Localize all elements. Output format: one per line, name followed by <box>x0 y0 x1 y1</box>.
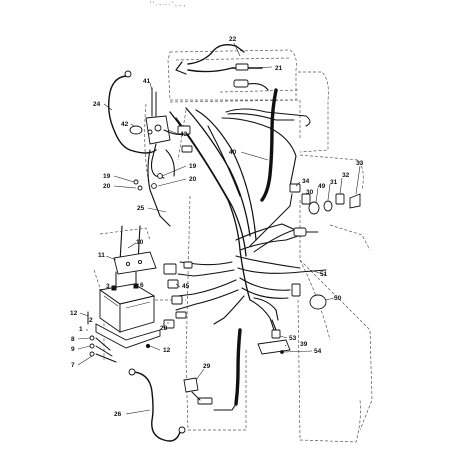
callout-50: 50 <box>334 295 342 302</box>
solenoid-assembly <box>129 87 193 227</box>
callout-51: 51 <box>320 271 328 278</box>
battery-front <box>119 295 155 333</box>
callout-19-right: 19 <box>189 163 197 170</box>
callout-41: 41 <box>143 78 151 85</box>
callout-43: 43 <box>180 131 188 138</box>
battery-tray <box>95 323 161 349</box>
cable-terminal <box>178 426 186 434</box>
callout-11: 11 <box>98 252 105 259</box>
callout-21: 21 <box>275 65 283 72</box>
connector-34 <box>289 183 301 193</box>
callout-20-right: 20 <box>189 176 197 183</box>
harness-connectors-left <box>163 261 193 329</box>
chassis-outline <box>144 49 373 443</box>
callout-34: 34 <box>302 178 310 185</box>
grommet-49 <box>308 201 320 215</box>
callout-7: 7 <box>71 362 75 369</box>
fuse-holder <box>163 263 177 275</box>
part-callouts: 22 21 41 24 42 43 40 19 19 20 20 33 34 3… <box>70 36 364 418</box>
right-lower-parts <box>257 283 327 355</box>
switch-32 <box>335 193 345 205</box>
callout-20-left: 20 <box>103 183 111 190</box>
callout-24: 24 <box>93 101 101 108</box>
callout-42: 42 <box>121 121 129 128</box>
callout-2: 2 <box>89 317 93 324</box>
callout-28-small: 28 <box>160 325 168 332</box>
harness-plug <box>293 227 307 237</box>
main-wire-harness <box>169 107 327 337</box>
callout-9: 9 <box>71 346 75 353</box>
switch-30 <box>301 193 311 205</box>
cable-terminal <box>128 368 136 376</box>
coiled-cable-40 <box>260 88 278 202</box>
cable-24 <box>107 70 157 154</box>
coiled-cable-lower <box>213 328 242 411</box>
holddown-bracket <box>113 251 157 275</box>
callout-33: 33 <box>356 160 364 167</box>
callout-19-left: 19 <box>103 173 111 180</box>
cable-terminal <box>124 70 132 78</box>
part-29 <box>183 377 213 405</box>
callout-32: 32 <box>342 172 350 179</box>
cable-28 <box>128 368 186 442</box>
connector-21 <box>235 63 249 71</box>
callout-10: 10 <box>136 239 144 246</box>
callout-22: 22 <box>229 36 237 43</box>
header-fragment: ' ' · - ·· · ' , .. , <box>150 2 185 8</box>
right-switches <box>289 183 361 237</box>
callout-30: 30 <box>306 189 314 196</box>
part-42 <box>129 125 143 135</box>
callout-29: 29 <box>203 363 211 370</box>
connector-28 <box>163 319 175 329</box>
callout-3: 3 <box>106 283 110 290</box>
callout-8: 8 <box>71 336 75 343</box>
part-50 <box>309 294 327 310</box>
callout-53: 53 <box>289 335 297 342</box>
callout-26: 26 <box>114 411 122 418</box>
key-33 <box>349 193 361 209</box>
leader-lines <box>77 42 361 415</box>
callout-40: 40 <box>229 149 237 156</box>
nut-31 <box>323 200 333 212</box>
callout-1: 1 <box>79 326 83 333</box>
callout-12-left: 12 <box>70 310 78 317</box>
callout-49: 49 <box>318 183 326 190</box>
connector-53 <box>271 329 281 339</box>
callout-6: 6 <box>140 282 144 289</box>
callout-39: 39 <box>300 341 308 348</box>
callout-45: 45 <box>182 283 190 290</box>
battery-assembly <box>87 225 161 363</box>
callout-31: 31 <box>330 179 338 186</box>
callout-54: 54 <box>314 348 322 355</box>
callout-12-right: 12 <box>163 347 171 354</box>
switch-connector <box>233 79 249 88</box>
connector-26 <box>175 311 187 319</box>
top-wire-assembly <box>175 43 269 91</box>
switch-51 <box>291 283 301 297</box>
callout-25: 25 <box>137 205 145 212</box>
